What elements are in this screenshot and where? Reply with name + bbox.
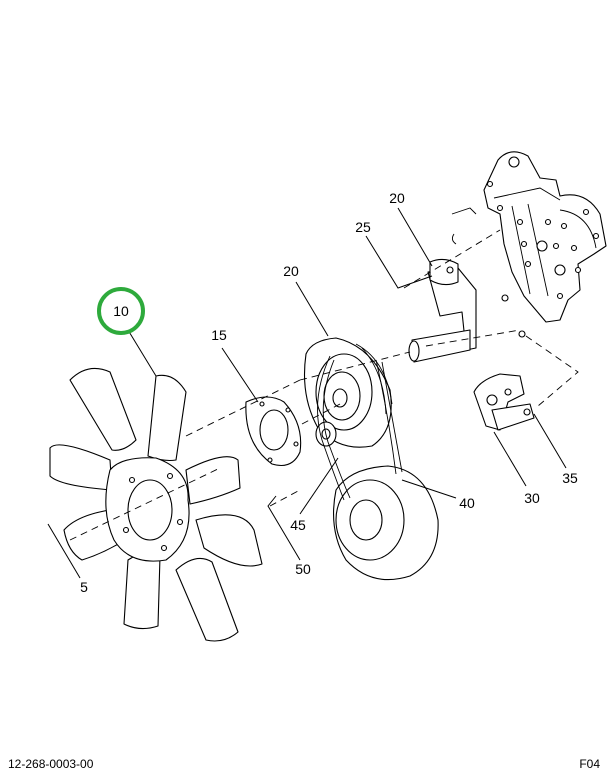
leader-50 [267,495,301,561]
crank-pulley [333,465,439,581]
selected-callout-highlight[interactable] [97,287,145,335]
leader-20-bracket [397,207,433,267]
sheet-code: F04 [579,757,600,771]
fan-blade-left [49,444,113,491]
fan-hub-bore [127,479,173,541]
fan-hub-bolt-hole [160,544,168,552]
fan-hub-bolt-hole [122,526,130,534]
leader-30 [493,431,527,487]
callout-15[interactable]: 15 [211,327,227,343]
fan-hub-bolt-hole [128,476,136,484]
callout-25[interactable]: 25 [355,219,371,235]
engine-front-cover [483,151,607,323]
fan-assembly [49,367,263,642]
fan-pulley [303,337,393,448]
leader-15 [221,347,259,403]
leader-40 [401,479,457,499]
callout-40[interactable]: 40 [459,495,475,511]
callout-labels: 10 15 20 20 25 30 35 40 45 50 5 [80,190,578,595]
leader-5 [47,523,81,579]
leader-25 [365,235,433,289]
fan-blade-right [185,456,241,505]
callout-50[interactable]: 50 [295,561,311,577]
leader-20-pulley [295,281,329,337]
fan-blade-bottom-right [175,557,239,642]
fan-support-bracket [408,258,477,363]
fan-blade-lower-right [195,514,263,567]
leader-45 [299,457,339,515]
callout-10[interactable]: 10 [113,303,129,319]
callout-30[interactable]: 30 [524,490,540,506]
cover-fasteners [451,207,526,338]
callout-45[interactable]: 45 [290,517,306,533]
fan-blade-bottom [123,552,161,630]
assembly-centerlines [69,229,579,541]
fan-hub-bolt-hole [166,472,174,480]
leader-35 [533,413,567,469]
belt-tensioner [473,373,535,431]
drive-belt [317,355,403,501]
fan-blade-top-left [69,367,137,451]
fan-blade-top [147,374,187,462]
callout-5[interactable]: 5 [80,579,88,595]
leader-lines [47,207,567,579]
fan-hub-bolt-hole [176,518,184,526]
leader-10 [127,329,157,377]
spacer [245,396,302,467]
callout-35[interactable]: 35 [562,470,578,486]
callout-20-pulley[interactable]: 20 [283,263,299,279]
callout-20-bracket[interactable]: 20 [389,190,405,206]
document-number: 12-268-0003-00 [8,757,94,771]
